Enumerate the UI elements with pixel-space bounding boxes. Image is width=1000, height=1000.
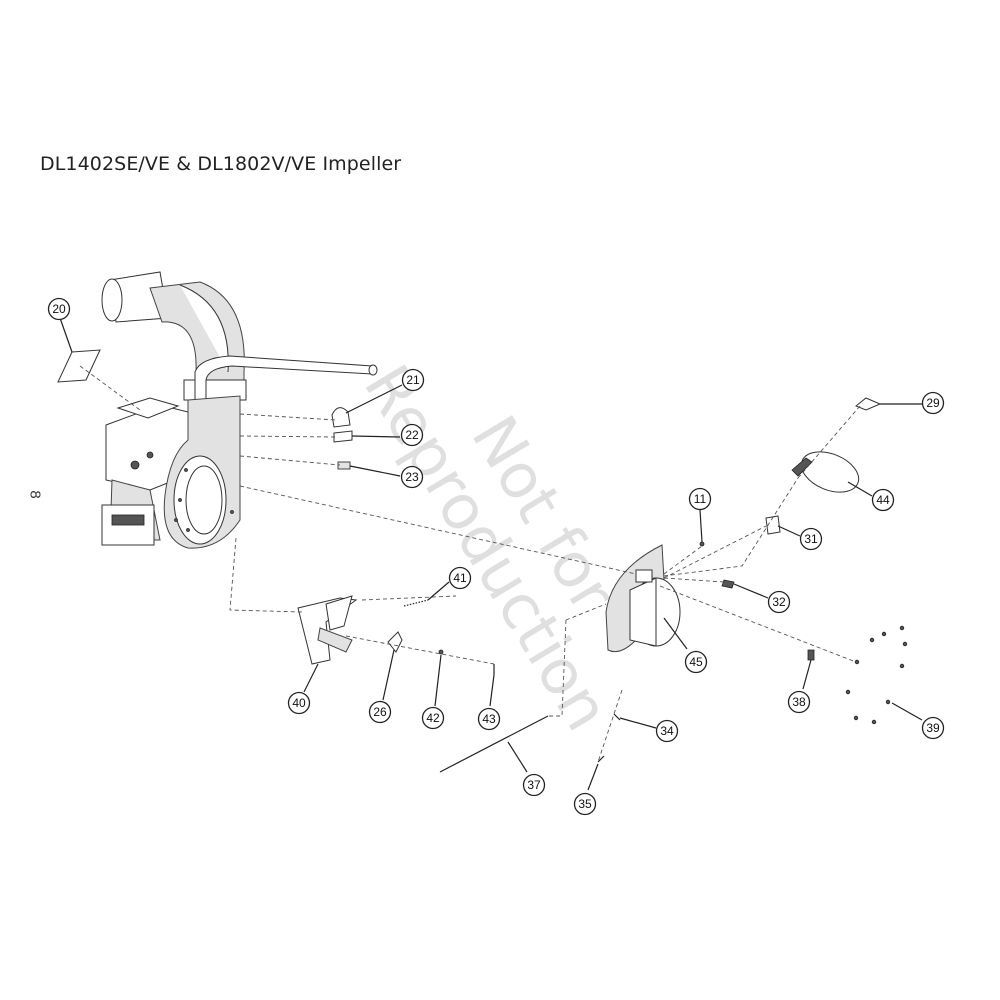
part-34: [613, 713, 621, 721]
part-32: [721, 579, 735, 589]
part-39-nuts: [845, 625, 908, 725]
part-40-impeller: [297, 597, 358, 665]
part-11: [699, 541, 705, 547]
callout-42: 42: [421, 706, 445, 730]
svg-text:32: 32: [772, 595, 786, 609]
leader-lines: [59, 317, 923, 791]
callout-11: 11: [688, 487, 712, 511]
callout-35: 35: [573, 792, 597, 816]
part-26: [387, 631, 403, 653]
callout-37: 37: [522, 773, 546, 797]
callout-41: 41: [448, 566, 472, 590]
blower-engine-assembly: [101, 271, 378, 549]
callout-40: 40: [287, 691, 311, 715]
svg-text:11: 11: [694, 492, 707, 506]
callout-20: 20: [47, 297, 71, 321]
callout-32: 32: [767, 590, 791, 614]
part-22: [333, 430, 353, 443]
svg-text:43: 43: [482, 712, 496, 726]
svg-text:45: 45: [689, 655, 703, 669]
part-29: [855, 397, 882, 411]
callout-26: 26: [368, 700, 392, 724]
svg-text:34: 34: [660, 724, 674, 738]
svg-text:39: 39: [926, 721, 940, 735]
svg-text:31: 31: [804, 532, 818, 546]
callout-43: 43: [477, 707, 501, 731]
part-37-rod: [439, 715, 549, 773]
svg-text:44: 44: [876, 493, 890, 507]
callout-22: 22: [400, 423, 424, 447]
part-35: [597, 755, 605, 763]
svg-text:40: 40: [292, 696, 306, 710]
svg-text:26: 26: [373, 705, 387, 719]
svg-text:29: 29: [926, 396, 940, 410]
callout-29: 29: [921, 391, 945, 415]
svg-text:38: 38: [792, 695, 806, 709]
part-41-spring: [403, 599, 429, 607]
callout-34: 34: [655, 719, 679, 743]
part-31-bracket: [765, 515, 781, 535]
callout-31: 31: [799, 527, 823, 551]
callout-38: 38: [787, 690, 811, 714]
svg-text:41: 41: [453, 571, 467, 585]
svg-text:35: 35: [578, 797, 592, 811]
parts: [57, 349, 908, 773]
svg-text:20: 20: [52, 302, 66, 316]
svg-text:37: 37: [527, 778, 541, 792]
part-20-decal: [57, 349, 101, 383]
part-23: [337, 461, 351, 470]
svg-text:23: 23: [405, 470, 419, 484]
diagram-title: DL1402SE/VE & DL1802V/VE Impeller: [40, 153, 402, 175]
svg-text:42: 42: [426, 711, 440, 725]
callout-21: 21: [401, 368, 425, 392]
part-38: [807, 649, 815, 661]
callout-23: 23: [400, 465, 424, 489]
callout-44: 44: [871, 488, 895, 512]
svg-text:22: 22: [405, 428, 419, 442]
callout-39: 39: [921, 716, 945, 740]
part-21: [331, 407, 351, 428]
callout-45: 45: [684, 650, 708, 674]
svg-text:21: 21: [406, 373, 420, 387]
part-42: [438, 649, 444, 655]
assembly-lines: [79, 365, 861, 763]
part-44-disc: [800, 451, 860, 493]
